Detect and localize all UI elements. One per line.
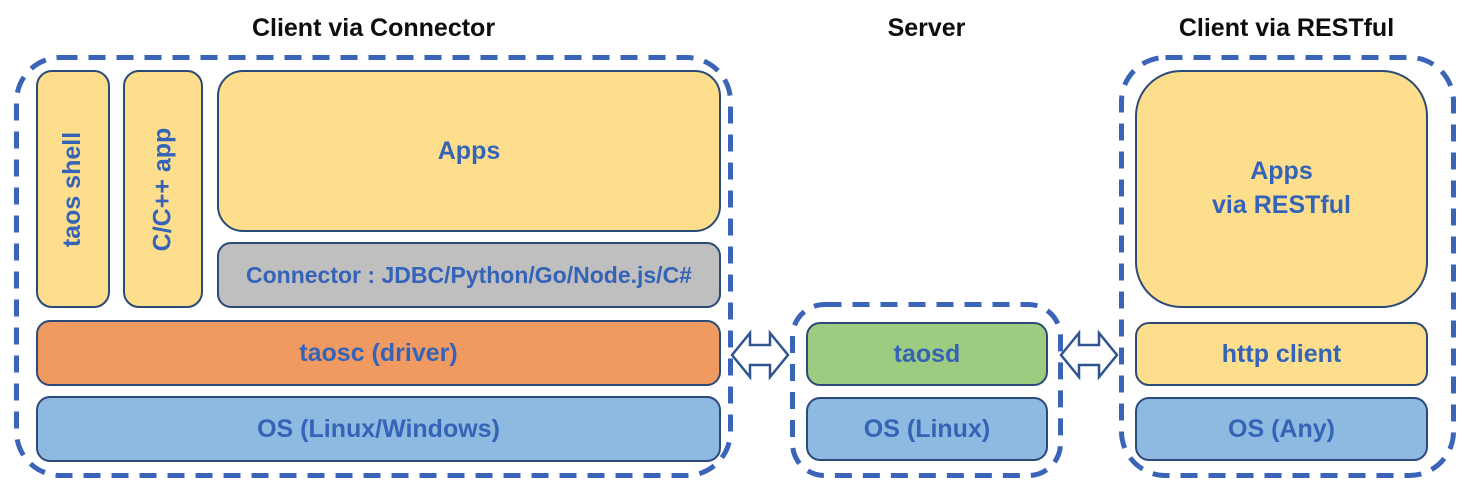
apps-box: Apps	[217, 70, 721, 232]
apps-restful-label-line1: Apps	[1250, 157, 1313, 186]
taosc-driver-label: taosc (driver)	[299, 338, 458, 367]
arrow-server-restful-icon	[1059, 329, 1119, 381]
client-connector-boundary	[14, 55, 733, 478]
taosc-driver-box: taosc (driver)	[36, 320, 721, 386]
taosd-box: taosd	[806, 322, 1048, 386]
section-title-server: Server	[887, 14, 966, 42]
section-title-client-restful: Client via RESTful	[1178, 14, 1395, 42]
os-linux-windows-label: OS (Linux/Windows)	[257, 414, 500, 443]
os-any-label: OS (Any)	[1228, 414, 1335, 443]
os-linux-windows-box: OS (Linux/Windows)	[36, 396, 721, 462]
arrow-client-server-icon	[730, 329, 790, 381]
os-linux-label: OS (Linux)	[863, 414, 991, 443]
client-restful-boundary	[1119, 55, 1456, 478]
apps-restful-label-line2: via RESTful	[1212, 191, 1351, 219]
server-boundary	[790, 302, 1063, 478]
taos-shell-box: taos shell	[36, 70, 110, 308]
taos-shell-label: taos shell	[58, 131, 87, 247]
taosd-label: taosd	[893, 339, 961, 368]
apps-via-restful-box: Apps via RESTful	[1135, 70, 1428, 308]
http-client-label: http client	[1221, 339, 1342, 368]
section-title-client-connector: Client via Connector	[251, 14, 496, 42]
http-client-box: http client	[1135, 322, 1428, 386]
connector-box: Connector : JDBC/Python/Go/Node.js/C#	[217, 242, 721, 308]
os-linux-box: OS (Linux)	[806, 397, 1048, 461]
apps-label: Apps	[437, 136, 501, 165]
cpp-app-box: C/C++ app	[123, 70, 203, 308]
os-any-box: OS (Any)	[1135, 397, 1428, 461]
connector-label: Connector : JDBC/Python/Go/Node.js/C#	[246, 261, 692, 288]
cpp-app-label: C/C++ app	[148, 127, 177, 251]
